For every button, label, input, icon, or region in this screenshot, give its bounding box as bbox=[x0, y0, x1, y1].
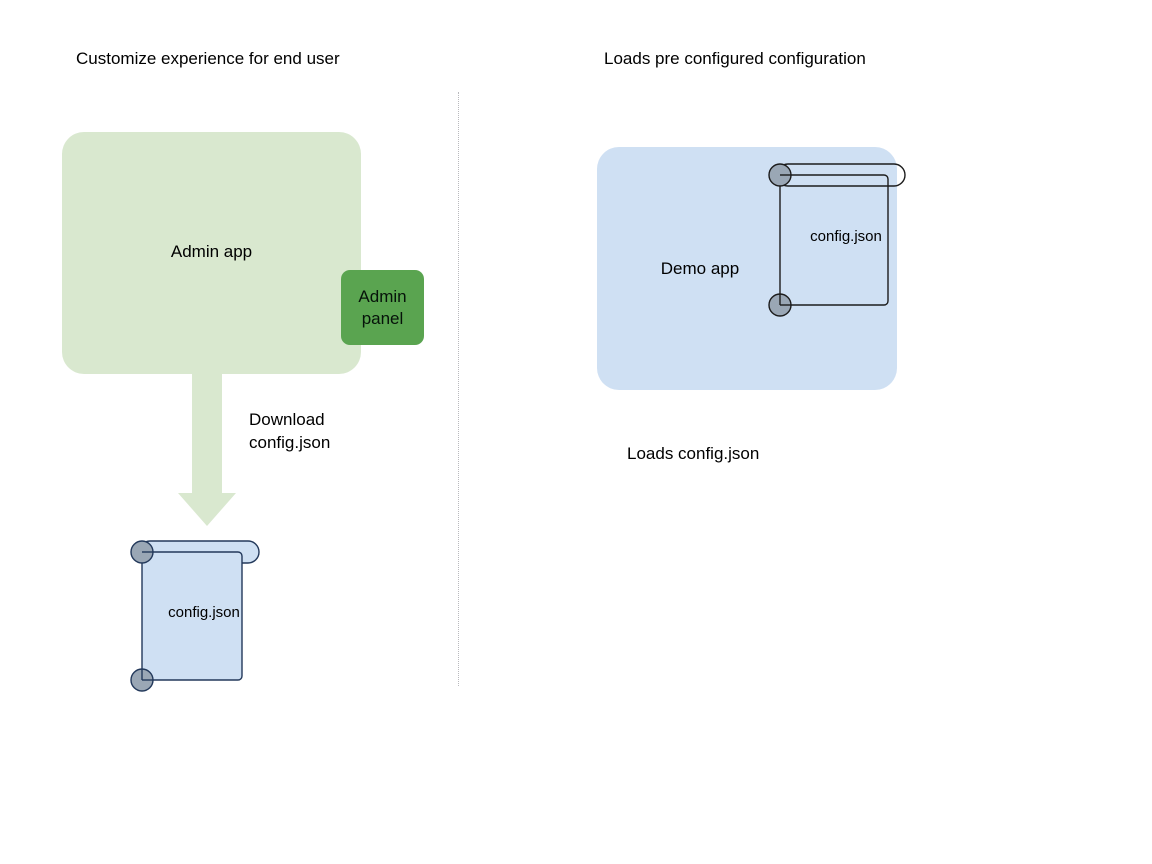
demo-app-label: Demo app bbox=[660, 259, 740, 278]
loads-config-caption: Loads config.json bbox=[627, 444, 760, 463]
admin-app-label: Admin app bbox=[170, 242, 253, 261]
left-column-title: Customize experience for end user bbox=[76, 49, 340, 68]
demo-app-box[interactable]: Demo app bbox=[597, 147, 897, 390]
column-divider bbox=[458, 92, 459, 686]
right-column-title: Loads pre configured configuration bbox=[604, 49, 866, 68]
download-arrow-icon bbox=[176, 372, 238, 528]
config-json-document-right[interactable]: config.json bbox=[764, 155, 914, 317]
config-json-label-left: config.json bbox=[168, 604, 240, 621]
config-json-document-left[interactable]: config.json bbox=[126, 530, 266, 692]
config-json-label-right: config.json bbox=[810, 228, 882, 245]
